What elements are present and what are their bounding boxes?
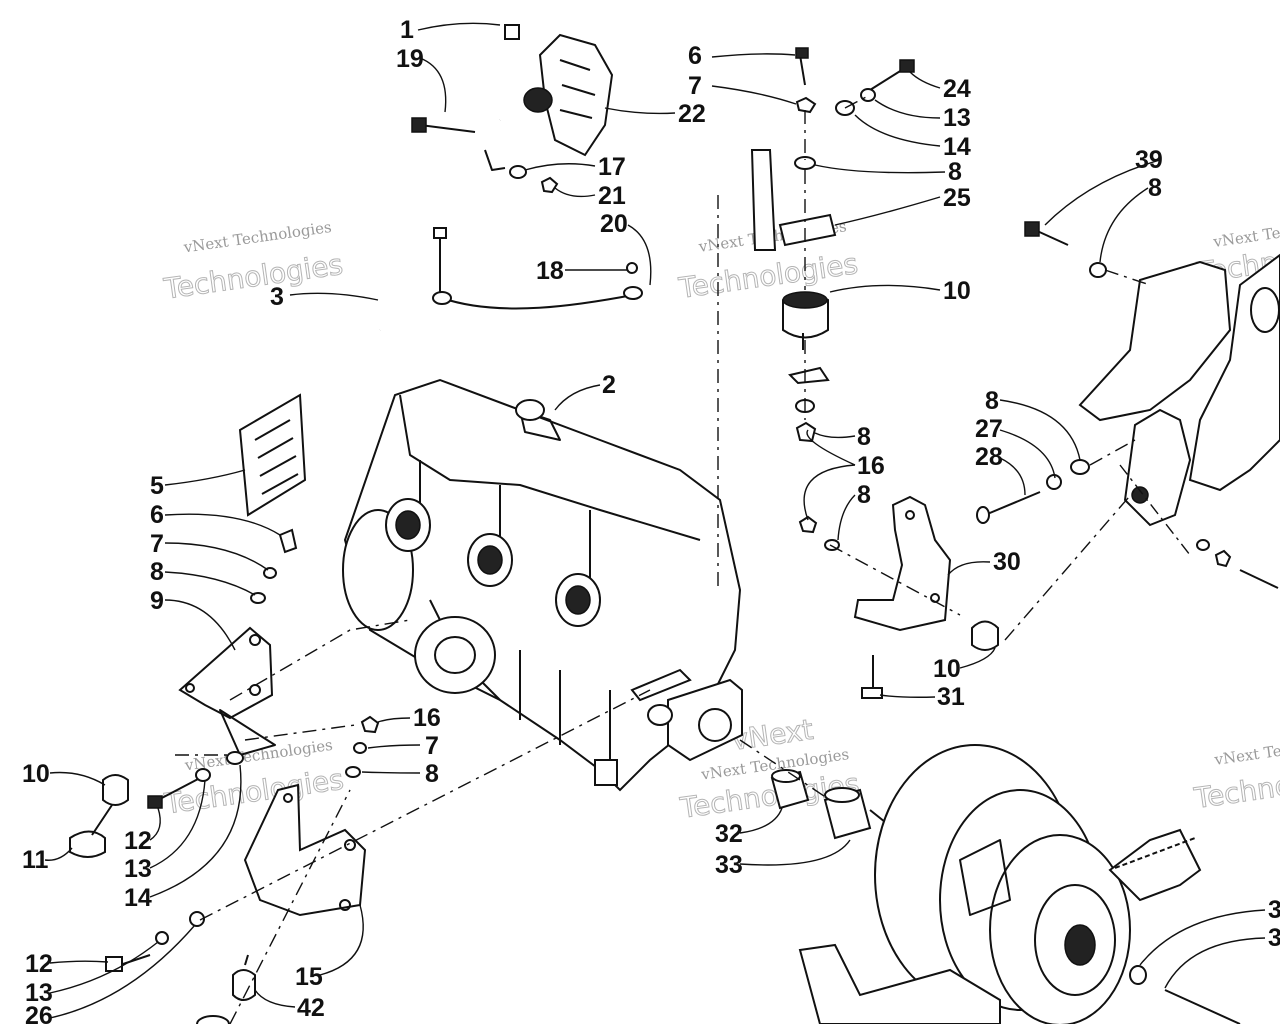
- washer-8: [345, 766, 361, 778]
- callout-39: 39: [1135, 146, 1163, 174]
- callout-12: 12: [124, 827, 152, 855]
- watermark-line-2: Technologies: [676, 247, 860, 305]
- callout-30: 30: [993, 548, 1021, 576]
- callout-10: 10: [943, 277, 971, 305]
- callout-31: 31: [937, 683, 965, 711]
- callout-27: 27: [975, 415, 1003, 443]
- watermark-top-left: vNext Technologies Technologies: [161, 218, 346, 306]
- callout-13: 13: [124, 855, 152, 883]
- callout-16: 16: [857, 452, 885, 480]
- decal-sheet: [238, 393, 307, 517]
- clutch-bolt: [1129, 965, 1241, 1024]
- assembly-lines: [175, 94, 1151, 1024]
- washer-17: [509, 165, 527, 179]
- watermark-line-1: vNext Technologies: [182, 218, 333, 257]
- callout-10: 10: [933, 655, 961, 683]
- callout-24: 24: [943, 75, 971, 103]
- sleeve-33: [823, 787, 886, 840]
- callout-7: 7: [150, 530, 164, 558]
- engine-bracket-left: [178, 626, 276, 756]
- nut-21: [540, 176, 559, 194]
- callout-22: 22: [678, 100, 706, 128]
- callout-7: 7: [425, 732, 439, 760]
- callout-25: 25: [943, 184, 971, 212]
- callout-42: 42: [297, 994, 325, 1022]
- watermark-line-1: vNext Technologies: [1212, 730, 1280, 769]
- ground-strap: [432, 227, 643, 310]
- bolt-12-lower: [105, 911, 205, 972]
- watermark-bottom-right: vNext Technologies Technologies: [1191, 730, 1280, 815]
- callout-12: 12: [25, 950, 53, 978]
- callout-10: 10: [22, 760, 50, 788]
- bolt-6-left: [250, 528, 298, 604]
- mount-10-11-left: [69, 774, 129, 858]
- callout-14: 14: [124, 884, 152, 912]
- callout-3-partial: 3: [1268, 896, 1280, 924]
- callout-5: 5: [150, 472, 164, 500]
- oil-line-hose: [377, 117, 506, 331]
- engine-bracket-30: [798, 495, 999, 699]
- callout-16: 16: [413, 704, 441, 732]
- callout-3: 3: [270, 283, 284, 311]
- callout-9: 9: [150, 587, 164, 615]
- engine-block: [342, 378, 743, 792]
- front-mount-stack: [750, 47, 837, 443]
- leader-lines: [44, 22, 1266, 1019]
- callout-8: 8: [150, 558, 164, 586]
- callout-1: 1: [400, 16, 414, 44]
- callout-20: 20: [600, 210, 628, 238]
- callout-6: 6: [688, 42, 702, 70]
- callout-3-partial: 3: [1268, 924, 1280, 952]
- callout-8: 8: [1148, 174, 1162, 202]
- drive-belt: [798, 828, 1202, 1024]
- watermark-line-2: Technologies: [161, 248, 345, 306]
- callout-17: 17: [598, 153, 626, 181]
- callout-18: 18: [536, 257, 564, 285]
- callout-26: 26: [25, 1002, 53, 1024]
- callout-6: 6: [150, 501, 164, 529]
- callout-33: 33: [715, 851, 743, 879]
- nut-16: [360, 715, 380, 734]
- callout-21: 21: [598, 182, 626, 210]
- bolt-12-upper: [147, 751, 244, 809]
- callout-8: 8: [948, 158, 962, 186]
- callout-8: 8: [425, 760, 439, 788]
- rear-mount-assembly: [976, 221, 1280, 589]
- callout-8: 8: [857, 423, 871, 451]
- drive-clutch: [874, 744, 1131, 1024]
- watermark-bottom-left: vNext Technologies Technologies: [161, 736, 346, 821]
- callout-13: 13: [943, 104, 971, 132]
- callout-19: 19: [396, 45, 424, 73]
- bolt-19: [411, 117, 476, 133]
- mount-42: [196, 954, 256, 1024]
- callout-13: 13: [25, 979, 53, 1007]
- callout-14: 14: [943, 133, 971, 161]
- fuel-pump-bracket: [504, 24, 614, 157]
- callout-28: 28: [975, 443, 1003, 471]
- callout-labels: 1 19 22 17 21 20 18 3 6 7 24 13 14 8 25 …: [22, 16, 1280, 1024]
- callout-11: 11: [22, 846, 49, 874]
- callout-15: 15: [295, 963, 323, 991]
- callout-8: 8: [857, 481, 871, 509]
- callout-32: 32: [715, 820, 743, 848]
- callout-8: 8: [985, 387, 999, 415]
- callout-7: 7: [688, 72, 702, 100]
- washer-7: [353, 742, 367, 754]
- callout-2: 2: [602, 371, 616, 399]
